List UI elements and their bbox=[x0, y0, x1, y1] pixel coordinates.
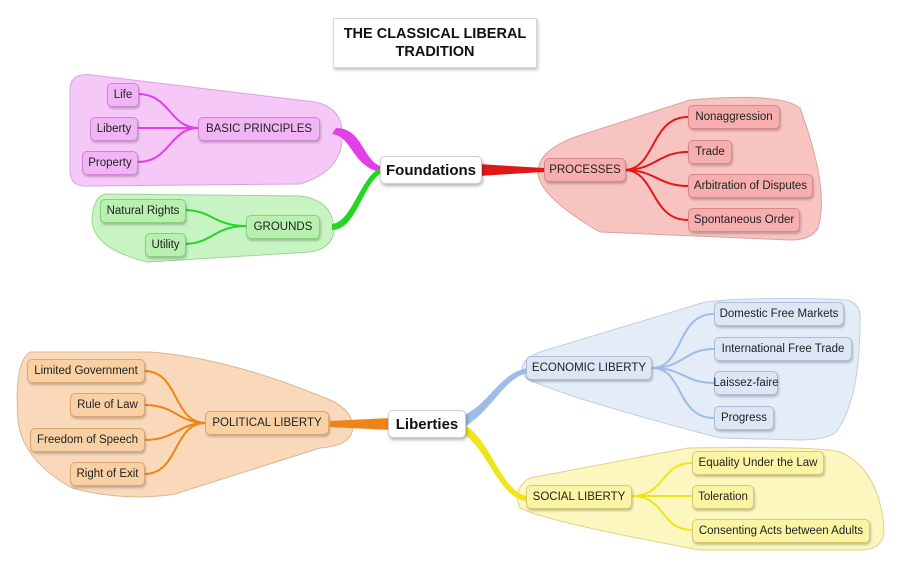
leaf-connectors-social bbox=[631, 462, 693, 531]
branch-grounds bbox=[332, 168, 380, 230]
node-spontaneous-order[interactable]: Spontaneous Order bbox=[688, 208, 800, 232]
node-right-of-exit[interactable]: Right of Exit bbox=[70, 462, 145, 486]
node-freedom-of-speech[interactable]: Freedom of Speech bbox=[30, 428, 145, 452]
leaf-connectors-basic-principles bbox=[137, 93, 199, 163]
leaf-connectors-processes bbox=[623, 116, 689, 221]
node-liberty[interactable]: Liberty bbox=[90, 117, 138, 141]
economic-group-bg bbox=[521, 297, 861, 441]
branch-processes bbox=[478, 164, 544, 176]
node-social-liberty[interactable]: SOCIAL LIBERTY bbox=[526, 485, 632, 509]
node-natural-rights[interactable]: Natural Rights bbox=[100, 199, 186, 223]
diagram-title: THE CLASSICAL LIBERAL TRADITION bbox=[333, 18, 537, 68]
topic-foundations[interactable]: Foundations bbox=[380, 156, 482, 184]
leaf-connectors-economic bbox=[651, 313, 715, 419]
leaf-connectors-grounds bbox=[183, 209, 247, 245]
node-processes[interactable]: PROCESSES bbox=[544, 158, 626, 182]
node-trade[interactable]: Trade bbox=[688, 140, 732, 164]
diagram-title-line1: THE CLASSICAL LIBERAL bbox=[343, 26, 527, 42]
node-progress[interactable]: Progress bbox=[714, 406, 774, 430]
node-arbitration-of-disputes[interactable]: Arbitration of Disputes bbox=[688, 174, 813, 198]
node-basic-principles[interactable]: BASIC PRINCIPLES bbox=[198, 117, 320, 141]
leaf-connectors-political bbox=[143, 370, 207, 475]
branch-economic bbox=[462, 368, 528, 426]
node-grounds[interactable]: GROUNDS bbox=[246, 215, 320, 239]
node-domestic-free-markets[interactable]: Domestic Free Markets bbox=[714, 302, 844, 326]
node-political-liberty[interactable]: POLITICAL LIBERTY bbox=[205, 411, 329, 435]
node-economic-liberty[interactable]: ECONOMIC LIBERTY bbox=[526, 356, 652, 380]
node-nonaggression[interactable]: Nonaggression bbox=[688, 105, 780, 129]
topic-liberties[interactable]: Liberties bbox=[388, 410, 466, 438]
node-international-free-trade[interactable]: International Free Trade bbox=[714, 337, 852, 361]
node-life[interactable]: Life bbox=[107, 83, 139, 107]
branch-social bbox=[460, 424, 526, 501]
branch-political bbox=[330, 418, 390, 430]
branch-basic-principles bbox=[332, 128, 380, 172]
node-utility[interactable]: Utility bbox=[145, 233, 186, 257]
node-limited-government[interactable]: Limited Government bbox=[27, 359, 145, 383]
political-group-bg bbox=[16, 351, 354, 498]
node-laissez-faire[interactable]: Laissez-faire bbox=[713, 371, 779, 395]
node-consenting-acts-between-adults[interactable]: Consenting Acts between Adults bbox=[692, 519, 870, 543]
node-rule-of-law[interactable]: Rule of Law bbox=[70, 393, 145, 417]
diagram-title-line2: TRADITION bbox=[395, 44, 475, 60]
node-property[interactable]: Property bbox=[82, 151, 138, 175]
node-equality-under-the-law[interactable]: Equality Under the Law bbox=[692, 451, 824, 475]
node-toleration[interactable]: Toleration bbox=[692, 485, 754, 509]
